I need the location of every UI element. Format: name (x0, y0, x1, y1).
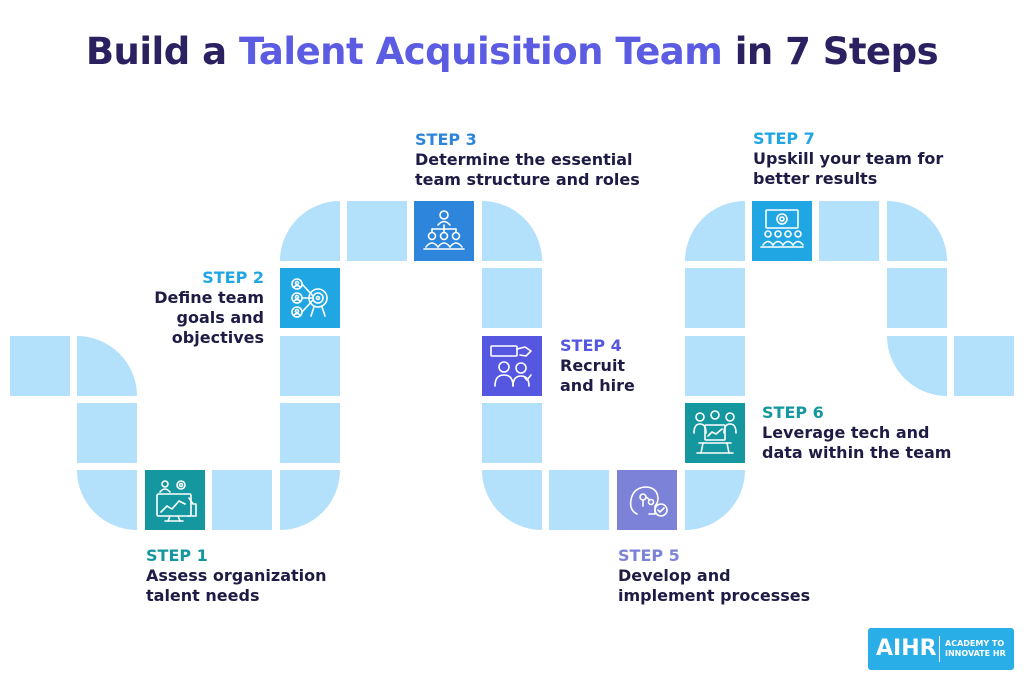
logo-brand: AIHR (876, 636, 937, 661)
path-tile (77, 403, 137, 463)
step-2-line-2: goals and (176, 308, 264, 327)
path-tile (212, 470, 272, 530)
path-tile (685, 336, 745, 396)
step-3-line-2: team structure and roles (415, 170, 640, 189)
step-2-text: STEP 2 Define team goals and objectives (154, 268, 264, 348)
step-3-team-structure-icon (414, 201, 474, 261)
step-6-tech-data-icon (685, 403, 745, 463)
step-5-line-2: implement processes (618, 586, 811, 605)
step-2-line-3: objectives (171, 328, 264, 347)
logo-divider (939, 636, 940, 662)
step-1-line-2: talent needs (146, 586, 260, 605)
step-1-computer-analytics-icon (145, 470, 205, 530)
step-4-text: STEP 4 Recruit and hire (560, 336, 635, 396)
title-part-2: in 7 Steps (722, 30, 939, 73)
path-tile (280, 336, 340, 396)
step-6-line-1: Leverage tech and (762, 423, 930, 442)
step-7-upskill-training-icon (752, 201, 812, 261)
title-part-1: Build a (85, 30, 239, 73)
path-tile (685, 268, 745, 328)
step-6-label: STEP 6 (762, 403, 824, 422)
step-5-text: STEP 5 Develop and implement processes (618, 546, 810, 606)
path-tile (482, 268, 542, 328)
step-7-label: STEP 7 (753, 129, 815, 148)
step-6-text: STEP 6 Leverage tech and data within the… (762, 403, 951, 463)
step-2-goals-target-icon (280, 268, 340, 328)
path-tile (482, 470, 542, 530)
path-tile (10, 336, 70, 396)
path-tile (347, 201, 407, 261)
step-1-text: STEP 1 Assess organization talent needs (146, 546, 327, 606)
logo-tagline-line-1: ACADEMY TO (945, 639, 1005, 648)
page-title: Build a Talent Acquisition Team in 7 Ste… (0, 30, 1024, 73)
aihr-logo: AIHR ACADEMY TO INNOVATE HR (868, 628, 1014, 670)
path-tile (954, 336, 1014, 396)
step-3-line-1: Determine the essential (415, 150, 633, 169)
logo-tagline: ACADEMY TO INNOVATE HR (945, 639, 1011, 659)
step-2-line-1: Define team (154, 288, 264, 307)
step-5-process-brain-icon (617, 470, 677, 530)
step-4-line-1: Recruit (560, 356, 626, 375)
path-tile (887, 201, 947, 261)
step-4-recruit-hire-icon (482, 336, 542, 396)
path-tile (280, 403, 340, 463)
path-tile (819, 201, 879, 261)
path-tile (887, 336, 947, 396)
logo-tagline-line-2: INNOVATE HR (945, 649, 1006, 658)
step-5-label: STEP 5 (618, 546, 680, 565)
step-3-label: STEP 3 (415, 130, 477, 149)
path-tile (280, 470, 340, 530)
path-tile (482, 403, 542, 463)
step-5-line-1: Develop and (618, 566, 731, 585)
path-tile (280, 201, 340, 261)
step-6-line-2: data within the team (762, 443, 952, 462)
step-3-text: STEP 3 Determine the essential team stru… (415, 130, 640, 190)
path-tile (77, 470, 137, 530)
path-tile (77, 336, 137, 396)
step-1-label: STEP 1 (146, 546, 208, 565)
step-4-label: STEP 4 (560, 336, 622, 355)
step-7-line-1: Upskill your team for (753, 149, 944, 168)
path-tile (887, 268, 947, 328)
step-2-label: STEP 2 (202, 268, 264, 287)
path-tile (685, 470, 745, 530)
title-highlight: Talent Acquisition Team (238, 30, 723, 73)
path-tile (685, 201, 745, 261)
path-tile (549, 470, 609, 530)
path-tile (482, 201, 542, 261)
step-7-line-2: better results (753, 169, 878, 188)
step-1-line-1: Assess organization (146, 566, 327, 585)
step-4-line-2: and hire (560, 376, 635, 395)
step-7-text: STEP 7 Upskill your team for better resu… (753, 129, 943, 189)
